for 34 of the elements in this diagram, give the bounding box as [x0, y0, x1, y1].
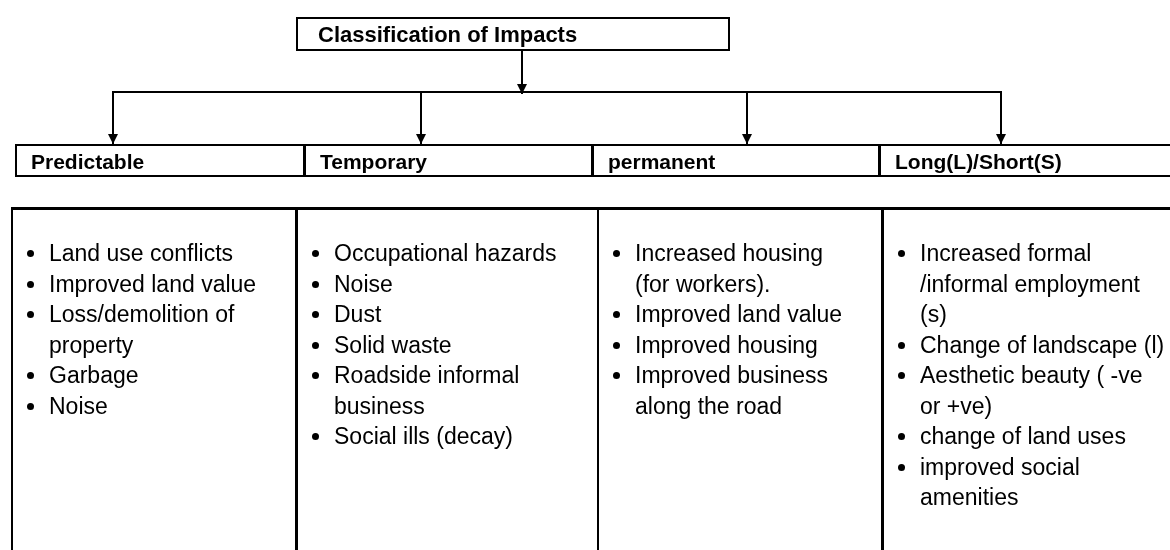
impact-item: Social ills (decay) [334, 423, 513, 449]
category-header [592, 144, 880, 177]
category-header [879, 144, 1170, 177]
category-name: permanent [608, 150, 716, 173]
category-name: Predictable [31, 150, 145, 173]
category-name: Long(L)/Short(S) [895, 150, 1062, 173]
impact-item: Occupational hazards [334, 240, 557, 266]
impact-item: Dust [334, 301, 382, 327]
category-header [304, 144, 593, 177]
impact-item: Noise [49, 392, 108, 419]
impact-item: Roadside informal business [334, 362, 520, 419]
impact-item: Land use conflicts [49, 240, 234, 266]
impact-item: Loss/demolition of property [49, 301, 235, 358]
impact-list-cell [597, 207, 883, 550]
trunk-arrow [517, 50, 527, 95]
impact-item: Aesthetic beauty ( -ve or +ve) [920, 362, 1143, 419]
impact-item: Change of landscape (l) [920, 331, 1165, 358]
impact-item: Noise [334, 270, 393, 297]
title-box [296, 17, 730, 51]
impact-item: Improved housing [635, 331, 818, 358]
impact-item: Increased formal /informal employment (s) [920, 240, 1140, 327]
category-name: Temporary [320, 150, 427, 173]
impact-item: Garbage [49, 362, 139, 388]
impact-item: Improved land value [49, 270, 257, 297]
category-header [15, 144, 305, 177]
impact-item: change of land uses [920, 423, 1126, 449]
impact-list-cell [882, 207, 1170, 550]
impact-item: Improved business along the road [635, 362, 829, 419]
title-text: Classification of Impacts [318, 22, 578, 47]
impact-item: Increased housing (for workers). [635, 240, 823, 297]
impact-list-cell [11, 207, 297, 550]
impact-item: improved social amenities [920, 453, 1080, 510]
impact-item: Solid waste [334, 331, 452, 358]
impact-item: Improved land value [635, 301, 843, 327]
